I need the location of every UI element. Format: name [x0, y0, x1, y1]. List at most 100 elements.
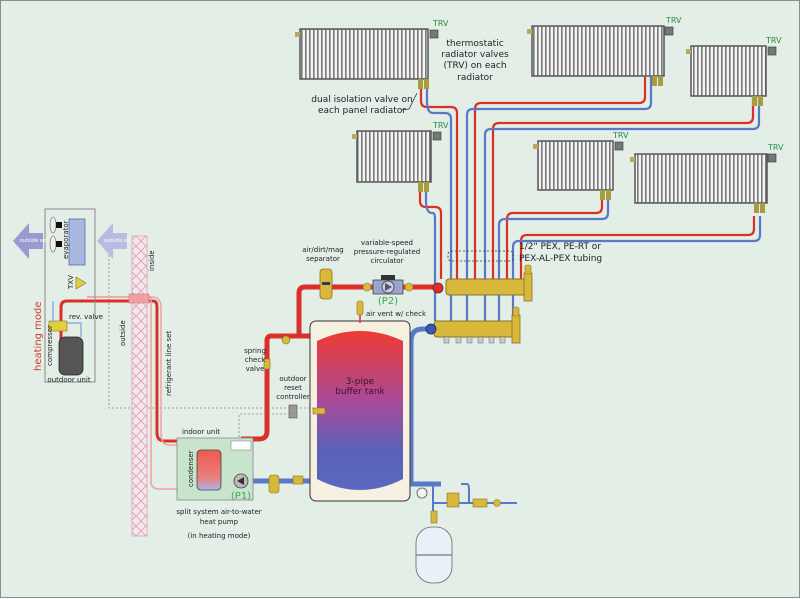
trv-callout-line3: (TRV) on each — [443, 61, 506, 71]
outside-label: outside — [119, 320, 127, 346]
circulator-label-line1: variable-speed — [361, 239, 413, 247]
trv-label: TRV — [612, 131, 629, 140]
isolation-valve-icon — [600, 190, 605, 200]
outside-air-out-label: outside air — [20, 238, 47, 244]
air-vent-icon — [356, 300, 364, 316]
tubing-callout-box — [447, 250, 514, 262]
reset-label-line3: controller — [276, 393, 310, 401]
fan-icon — [49, 216, 57, 234]
expansion-tank — [415, 510, 453, 584]
purge-valve-icon — [292, 475, 304, 485]
indoor-unit-label: indoor unit — [182, 428, 220, 436]
isolation-callout-line2: each panel radiator — [318, 106, 406, 116]
trv-label: TRV — [665, 16, 682, 25]
outside-air-out-arrow-icon — [13, 223, 43, 259]
trv-label: TRV — [432, 19, 449, 28]
isolation-callout-leader — [400, 92, 418, 111]
trv-label: TRV — [767, 143, 784, 152]
txv-label: TXV — [67, 275, 75, 290]
radiator-4 — [352, 130, 442, 192]
trv-icon — [429, 29, 439, 39]
spring-check-valve-icon — [263, 358, 271, 370]
radiator-6 — [630, 153, 777, 213]
manifold-air-vent-icon — [524, 264, 532, 275]
rev-valve-label: rev. valve — [69, 313, 103, 321]
controller-display — [230, 440, 252, 451]
trv-icon — [767, 46, 777, 56]
return-ball-valve-icon — [425, 323, 437, 335]
dirt-separator-icon — [268, 474, 280, 494]
reset-controller-icon — [288, 404, 298, 419]
isolation-valve-icon — [754, 203, 759, 213]
tubing-label-line1: 1/2" PEX, PE-RT or — [519, 242, 601, 252]
heat-pump-label-line1: split system air-to-water — [176, 508, 261, 516]
inside-label: inside — [148, 250, 156, 271]
condenser-label: condenser — [187, 450, 195, 487]
reversing-valve-icon — [48, 320, 68, 332]
heating-mode-label: heating mode — [33, 301, 44, 371]
reset-label-line1: outdoor — [279, 375, 306, 383]
reset-label-line2: reset — [284, 384, 302, 392]
radiator-vent-icon — [295, 32, 300, 37]
wall-insulation — [131, 235, 148, 537]
outdoor-unit — [44, 208, 96, 383]
p2-label: (P2) — [378, 296, 398, 307]
tubing-label-line2: PEX-AL-PEX tubing — [519, 254, 602, 264]
trv-callout-line4: radiator — [457, 73, 493, 83]
supply-manifold — [432, 264, 533, 302]
backflow-preventer-icon — [472, 498, 488, 508]
spring-check-label-line2: check — [245, 356, 266, 364]
radiator-tubing — [418, 77, 762, 321]
supply-main — [241, 284, 441, 442]
tank-label-line1: 3-pipe — [346, 377, 375, 387]
ball-valve-icon — [281, 335, 291, 345]
air-vent-label: air vent w/ check — [366, 310, 427, 318]
tank-label-line2: buffer tank — [335, 387, 385, 397]
trv-icon — [432, 131, 442, 141]
spring-check-label-line1: spring — [244, 347, 266, 355]
refrigerant-line-set — [59, 293, 201, 490]
separator-label-line1: air/dirt/mag — [302, 246, 343, 254]
heat-pump-label-line3: (in heating mode) — [188, 532, 251, 540]
trv-callout-line2: radiator valves — [441, 50, 509, 60]
manifold-air-vent-icon — [512, 306, 520, 317]
p1-label: (P1) — [231, 491, 251, 502]
trv-icon — [664, 26, 674, 36]
return-manifold — [425, 306, 521, 344]
radiator-3 — [686, 45, 777, 106]
circulator-label-line2: pressure-regulated — [354, 248, 420, 256]
outside-air-in-arrow-icon — [97, 223, 127, 259]
spring-check-label-line3: valve — [246, 365, 265, 373]
fill-valve-icon — [446, 492, 460, 508]
supply-ball-valve-icon — [432, 282, 444, 294]
isolation-valve-icon — [652, 76, 657, 86]
trv-icon — [767, 153, 777, 163]
isolation-valve-icon — [418, 79, 423, 89]
compressor-label: compressor — [46, 325, 54, 366]
tank-sensor-icon — [312, 407, 326, 415]
indoor-unit — [176, 437, 254, 501]
condenser-icon — [196, 449, 222, 491]
radiator-2 — [527, 25, 674, 86]
circulator-p2 — [362, 275, 414, 295]
isolation-callout-line1: dual isolation valve on — [311, 95, 412, 105]
ball-valve-icon — [493, 499, 501, 507]
circulator-label-line3: circulator — [371, 257, 404, 265]
isolation-valve-icon — [418, 182, 423, 192]
air-dirt-mag-separator — [319, 268, 333, 300]
outside-air-in-label: outside air — [104, 238, 131, 244]
sensor-wiring — [108, 235, 313, 441]
radiator-1 — [295, 28, 439, 89]
buffer-tank — [309, 320, 411, 502]
txv-icon — [75, 276, 87, 290]
radiator-5 — [533, 140, 624, 200]
isolation-valve-icon — [752, 96, 757, 106]
trv-label: TRV — [432, 121, 449, 130]
outdoor-unit-label: outdoor unit — [47, 376, 90, 384]
trv-callout-line1: thermostatic — [446, 39, 503, 49]
compressor-icon — [58, 336, 84, 376]
evaporator-coil — [68, 218, 86, 266]
evaporator-label: evaporator — [62, 220, 70, 259]
